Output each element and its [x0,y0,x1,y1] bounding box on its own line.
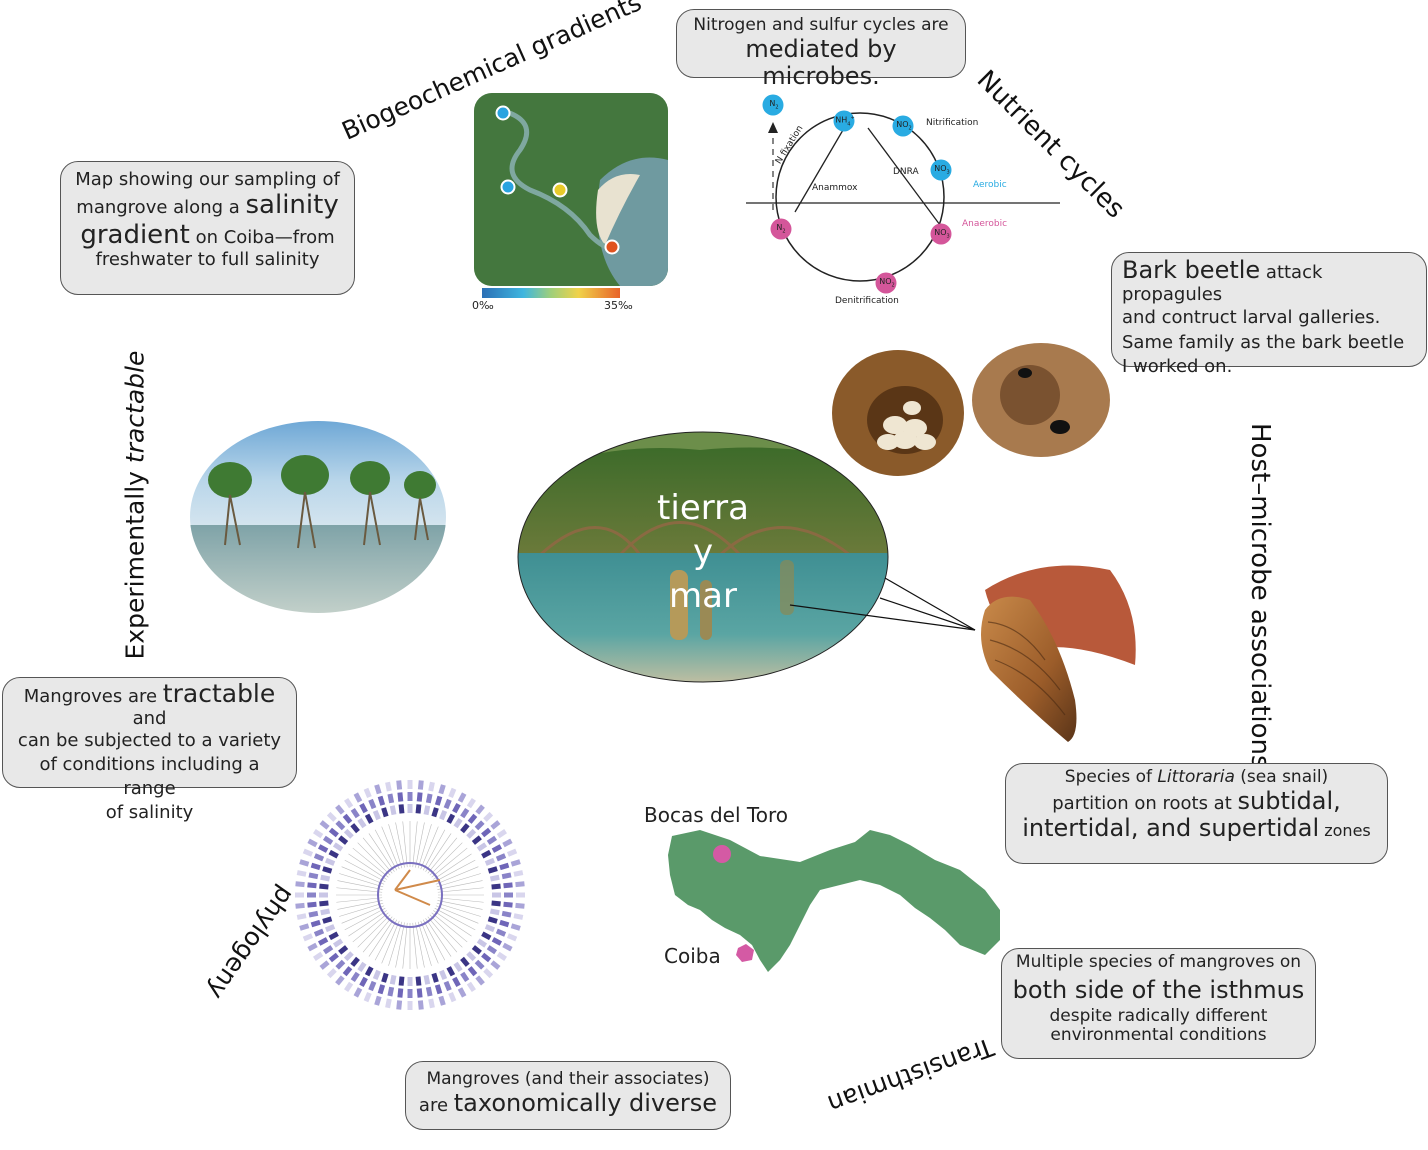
isthmus-line4: environmental conditions [1050,1025,1267,1046]
diverse-line1: Mangroves (and their associates) [426,1069,710,1089]
bocas-site-marker [713,845,731,863]
isthmus-line2: both side of the isthmus [1012,975,1305,1004]
callout-beetle: Bark beetle attack propagules and contru… [1111,252,1427,377]
beetle-line1a: Bark beetle [1122,256,1261,284]
salinity-scale-bar [482,288,620,298]
diverse-line2b: taxonomically diverse [453,1088,718,1117]
process-denitrification: Denitrification [835,296,899,306]
tractable-line1a: Mangroves are [23,686,163,707]
beetle-line4: I worked on. [1122,356,1233,378]
node-no3-b: NO3 [934,228,950,240]
host-microbe-part2: associations [1245,608,1275,769]
zone-anaerobic: Anaerobic [962,219,1008,229]
central-title: tierra y mar [603,486,803,618]
salinity-max-label: 35‰ [604,299,633,312]
satellite-map [474,93,668,286]
callout-isthmus: Multiple species of mangroves on both si… [1001,948,1316,1059]
diverse-line2a: are [418,1094,454,1116]
sea-snail-photo [981,565,1136,742]
snail-line1b: Littoraria [1157,767,1235,787]
tractable-line3: of conditions including a range [39,754,260,800]
host-microbe-part1: Host–microbe [1245,423,1275,609]
isthmus-line1: Multiple species of mangroves on [1015,952,1302,972]
central-title-line2: y [692,532,714,572]
zone-aerobic: Aerobic [973,180,1007,190]
adult-beetle-photo [972,343,1110,457]
tractable-line1c: and [132,707,167,729]
snail-line1: Species of Littoraria (sea snail) [1016,767,1377,788]
node-nh4: NH4+ [835,115,855,128]
beetle-line1b: attack propagules [1122,262,1323,305]
callout-diverse: Mangroves (and their associates) are tax… [405,1061,731,1130]
salinity-line2b: salinity [245,189,339,220]
microbes-line1: Nitrogen and sulfur cycles are [693,15,949,35]
label-experimentally-tractable: Experimentally tractable [120,351,150,660]
node-n2-top: N2 [769,99,779,111]
salinity-line1: Map showing our sampling of [75,169,340,190]
tractable-line4: of salinity [105,802,194,824]
node-no2-b-text: NO [879,277,892,286]
beetle-line3: Same family as the bark beetle [1122,332,1405,354]
connector-lines [789,577,976,631]
snail-line3a: intertidal, and supertidal [1022,814,1320,843]
node-no3-a: NO3 [934,164,950,176]
node-no2-a-text: NO [896,120,909,129]
map-label-coiba: Coiba [664,944,721,968]
coiba-site-marker [736,944,754,962]
callout-snail: Species of Littoraria (sea snail) partit… [1005,763,1388,864]
node-no3-b-text: NO [934,228,947,237]
label-host-microbe-associations: Host–microbe associations [1245,423,1275,769]
central-title-line1: tierra [657,488,749,528]
salinity-line3a: gradient [80,219,190,250]
node-no2-a: NO2 [896,120,912,132]
callout-salinity: Map showing our sampling of mangrove alo… [60,161,355,295]
panama-map [668,830,1000,972]
node-no2-b: NO2 [879,277,895,289]
node-n2-bottom-text: N [776,223,783,232]
process-anammox: Anammox [812,183,858,193]
salinity-line3b: on Coiba—from [189,226,335,248]
snail-line1c: (sea snail) [1234,767,1329,787]
tractable-line1b: tractable [162,679,276,708]
snail-line2a: partition on roots at [1052,792,1238,814]
snail-line1a: Species of [1064,767,1158,787]
snail-line2b: subtidal, [1237,786,1341,815]
isthmus-line3: despite radically different [1049,1005,1268,1026]
experimental-part1: Experimentally [120,463,150,660]
node-no3-a-text: NO [934,164,947,173]
nitrogen-cycle-diagram [746,94,1060,294]
callout-microbes: Nitrogen and sulfur cycles are mediated … [676,9,966,90]
phylogeny-tree [295,780,525,1010]
mangrove-saplings-photo [190,421,446,613]
central-title-line3: mar [669,576,737,616]
snail-line3b: zones [1319,821,1371,841]
beetle-line2: and contruct larval galleries. [1122,307,1381,329]
experimental-part2: tractable [120,350,150,464]
process-dnra: DNRA [893,167,919,177]
node-nh4-text: NH [835,115,848,125]
salinity-line2a: mangrove along a [76,196,246,218]
beetle-larvae-photo [832,350,964,476]
node-n2-top-text: N [769,99,776,108]
process-nitrification: Nitrification [926,118,979,128]
callout-tractable: Mangroves are tractable and can be subje… [2,677,297,823]
map-label-bocas: Bocas del Toro [644,803,788,827]
node-n2-bottom: N2 [776,223,786,235]
salinity-min-label: 0‰ [472,299,494,312]
microbes-line2: mediated by microbes. [745,34,897,91]
tractable-line2: can be subjected to a variety [17,730,282,752]
salinity-line4: freshwater to full salinity [95,249,320,271]
